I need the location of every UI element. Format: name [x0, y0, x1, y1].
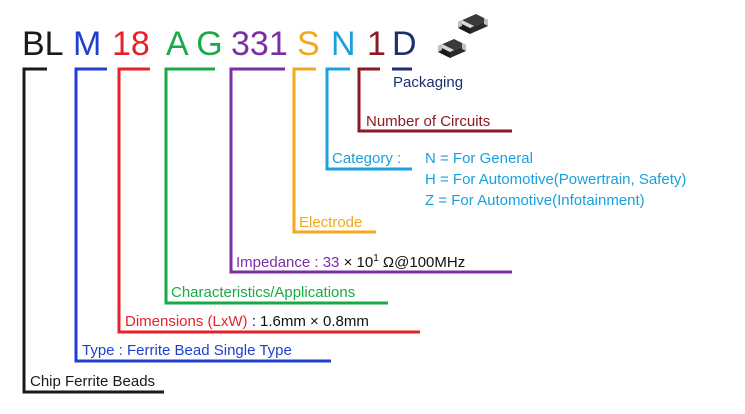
code-category: N	[331, 25, 356, 63]
category-option-n: N = For General	[425, 150, 533, 167]
impedance-exponent: 1	[373, 253, 379, 264]
label-characteristics: Characteristics/Applications	[171, 284, 356, 301]
label-category: Category :	[332, 150, 402, 167]
line-circuits	[357, 67, 512, 133]
chip-component-image	[438, 14, 488, 58]
label-electrode: Electrode	[299, 214, 363, 231]
label-chip: Chip Ferrite Beads	[30, 373, 156, 390]
chip-top	[458, 14, 488, 34]
line-type	[74, 67, 331, 363]
code-circuits: 1	[367, 25, 386, 63]
line-electrode	[292, 67, 376, 234]
code-size: 18	[112, 25, 150, 63]
category-option-z: Z = For Automotive(Infotainment)	[425, 192, 645, 209]
code-ag: A G	[166, 25, 223, 63]
code-impedance: 331	[231, 25, 288, 63]
line-characteristics	[164, 67, 388, 305]
impedance-value: 33	[322, 254, 340, 271]
label-dimensions: Dimensions (LxW) : 1.6mm × 0.8mm	[125, 313, 369, 331]
line-category	[325, 67, 412, 171]
dimensions-colon: :	[247, 313, 261, 330]
dimensions-label: Dimensions (LxW)	[125, 313, 248, 330]
line-dimensions	[117, 67, 420, 334]
line-impedance	[229, 67, 512, 274]
impedance-label: Impedance :	[236, 254, 323, 271]
impedance-unit: Ω@100MHz	[378, 254, 466, 271]
label-packaging: Packaging	[393, 74, 464, 91]
code-bl: BL	[22, 25, 64, 63]
code-m: M	[73, 25, 102, 63]
label-number-of-circuits: Number of Circuits	[366, 113, 491, 130]
code-packaging: D	[392, 25, 417, 63]
line-chip	[22, 67, 164, 394]
category-option-h: H = For Automotive(Powertrain, Safety)	[425, 171, 687, 188]
label-impedance: Impedance : 33 × 101 Ω@100MHz	[236, 250, 465, 272]
code-electrode: S	[297, 25, 320, 63]
impedance-times: × 10	[339, 254, 374, 271]
chip-bottom	[438, 39, 466, 58]
dimensions-value: 1.6mm × 0.8mm	[260, 313, 369, 330]
label-type: Type : Ferrite Bead Single Type	[82, 342, 292, 359]
